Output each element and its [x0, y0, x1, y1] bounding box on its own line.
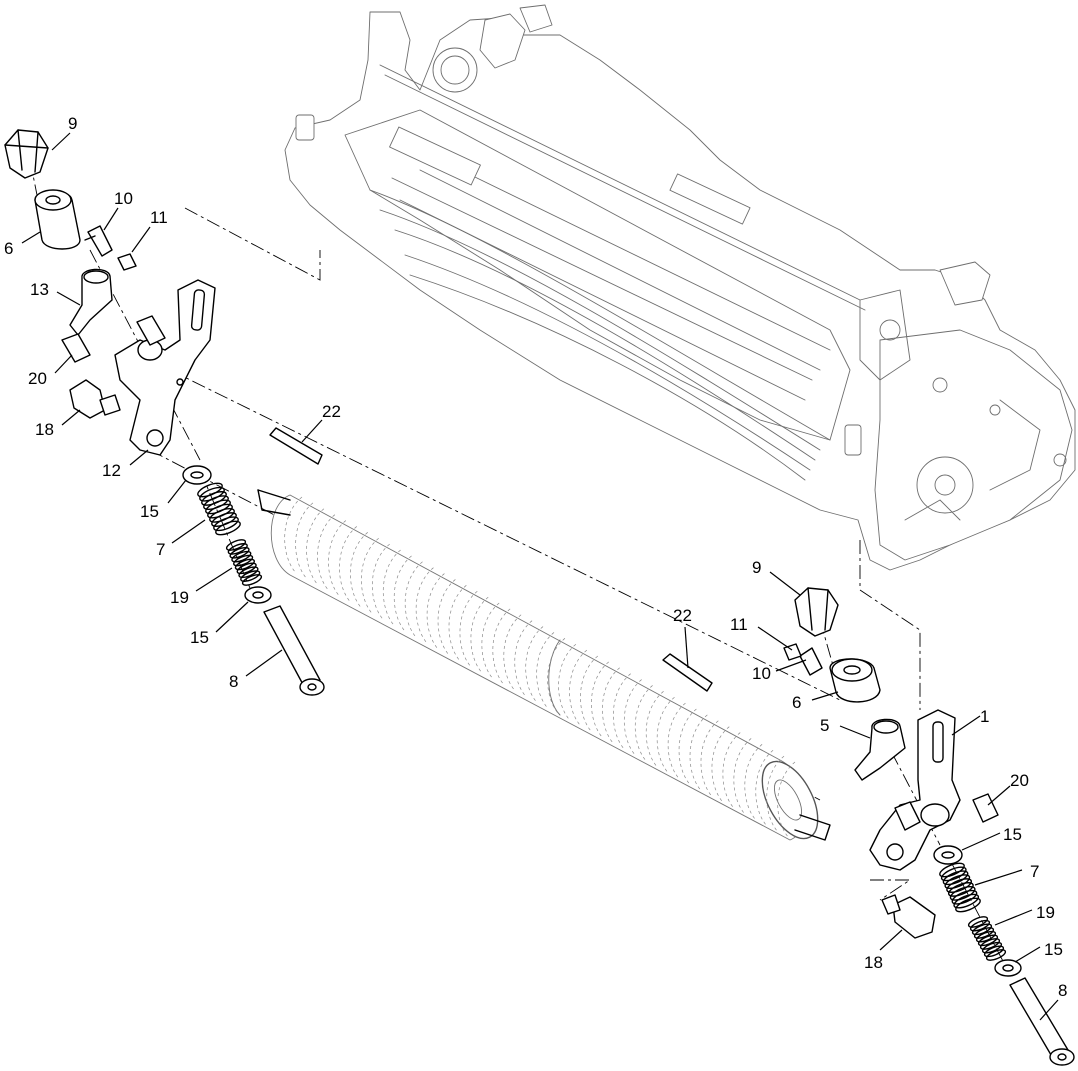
spring-right-top: [939, 862, 981, 913]
callout-19-left: 19: [170, 588, 189, 607]
callout-12: 12: [102, 461, 121, 480]
bracket-left: [114, 279, 216, 456]
callout-8-right: 8: [1058, 981, 1067, 1000]
callout-15-right-bottom: 15: [1044, 940, 1063, 959]
callout-15-right-top: 15: [1003, 825, 1022, 844]
pin-left: [61, 315, 166, 363]
arm-right: [854, 718, 906, 781]
washer-left-bottom: [244, 586, 272, 604]
callout-9-left: 9: [68, 114, 77, 133]
reel-assembly-ghost: [284, 4, 1076, 571]
callout-22-left: 22: [322, 402, 341, 421]
callout-6-right: 6: [792, 693, 801, 712]
callout-7-right: 7: [1030, 862, 1039, 881]
callout-5: 5: [820, 716, 829, 735]
arm-left: [69, 268, 113, 336]
callout-8-left: 8: [229, 672, 238, 691]
pin-22-right: [662, 653, 713, 692]
callout-10-left: 10: [114, 189, 133, 208]
callout-19-right: 19: [1036, 903, 1055, 922]
callout-7-left: 7: [156, 540, 165, 559]
roller: [257, 489, 831, 841]
rod-left: [263, 605, 325, 696]
callout-22-right: 22: [673, 606, 692, 625]
callout-10-right: 10: [752, 664, 771, 683]
callout-18-right: 18: [864, 953, 883, 972]
callout-9-right: 9: [752, 558, 761, 577]
callout-18-left: 18: [35, 420, 54, 439]
adjust-knob-left: [4, 129, 49, 179]
washer-left-top: [182, 465, 212, 485]
callout-11-left: 11: [150, 208, 168, 227]
stud-right: [881, 894, 936, 939]
callout-11-right: 11: [730, 615, 748, 634]
callout-15-left-bottom: 15: [190, 628, 209, 647]
washer-right-top: [933, 845, 963, 865]
pin-right: [972, 793, 999, 823]
adjust-knob-right: [794, 587, 839, 637]
spring-left-top: [197, 482, 241, 536]
pin-22-left: [269, 427, 323, 465]
leader-lines: [21, 132, 1059, 1021]
stud-left: [69, 379, 121, 419]
collar-left: [34, 189, 81, 250]
spring-right-bottom: [967, 916, 1007, 961]
callout-13: 13: [30, 280, 49, 299]
roller-ribs: [284, 496, 796, 839]
collar-right: [829, 658, 881, 703]
clip-left: [84, 225, 113, 257]
callout-labels: 9 10 11 6 13 20 18 12 22 15 7 19 15 8 22…: [4, 114, 1067, 1000]
callout-6-left: 6: [4, 239, 13, 258]
callout-1: 1: [980, 707, 989, 726]
callout-20-right: 20: [1010, 771, 1029, 790]
rod-right: [1009, 977, 1075, 1066]
bracket-right: [869, 709, 961, 871]
callout-15-left-top: 15: [140, 502, 159, 521]
clip-right: [799, 647, 823, 676]
callout-20-left: 20: [28, 369, 47, 388]
screw-left: [117, 253, 137, 271]
spring-left-bottom: [225, 539, 263, 586]
washer-right-bottom: [994, 959, 1022, 977]
